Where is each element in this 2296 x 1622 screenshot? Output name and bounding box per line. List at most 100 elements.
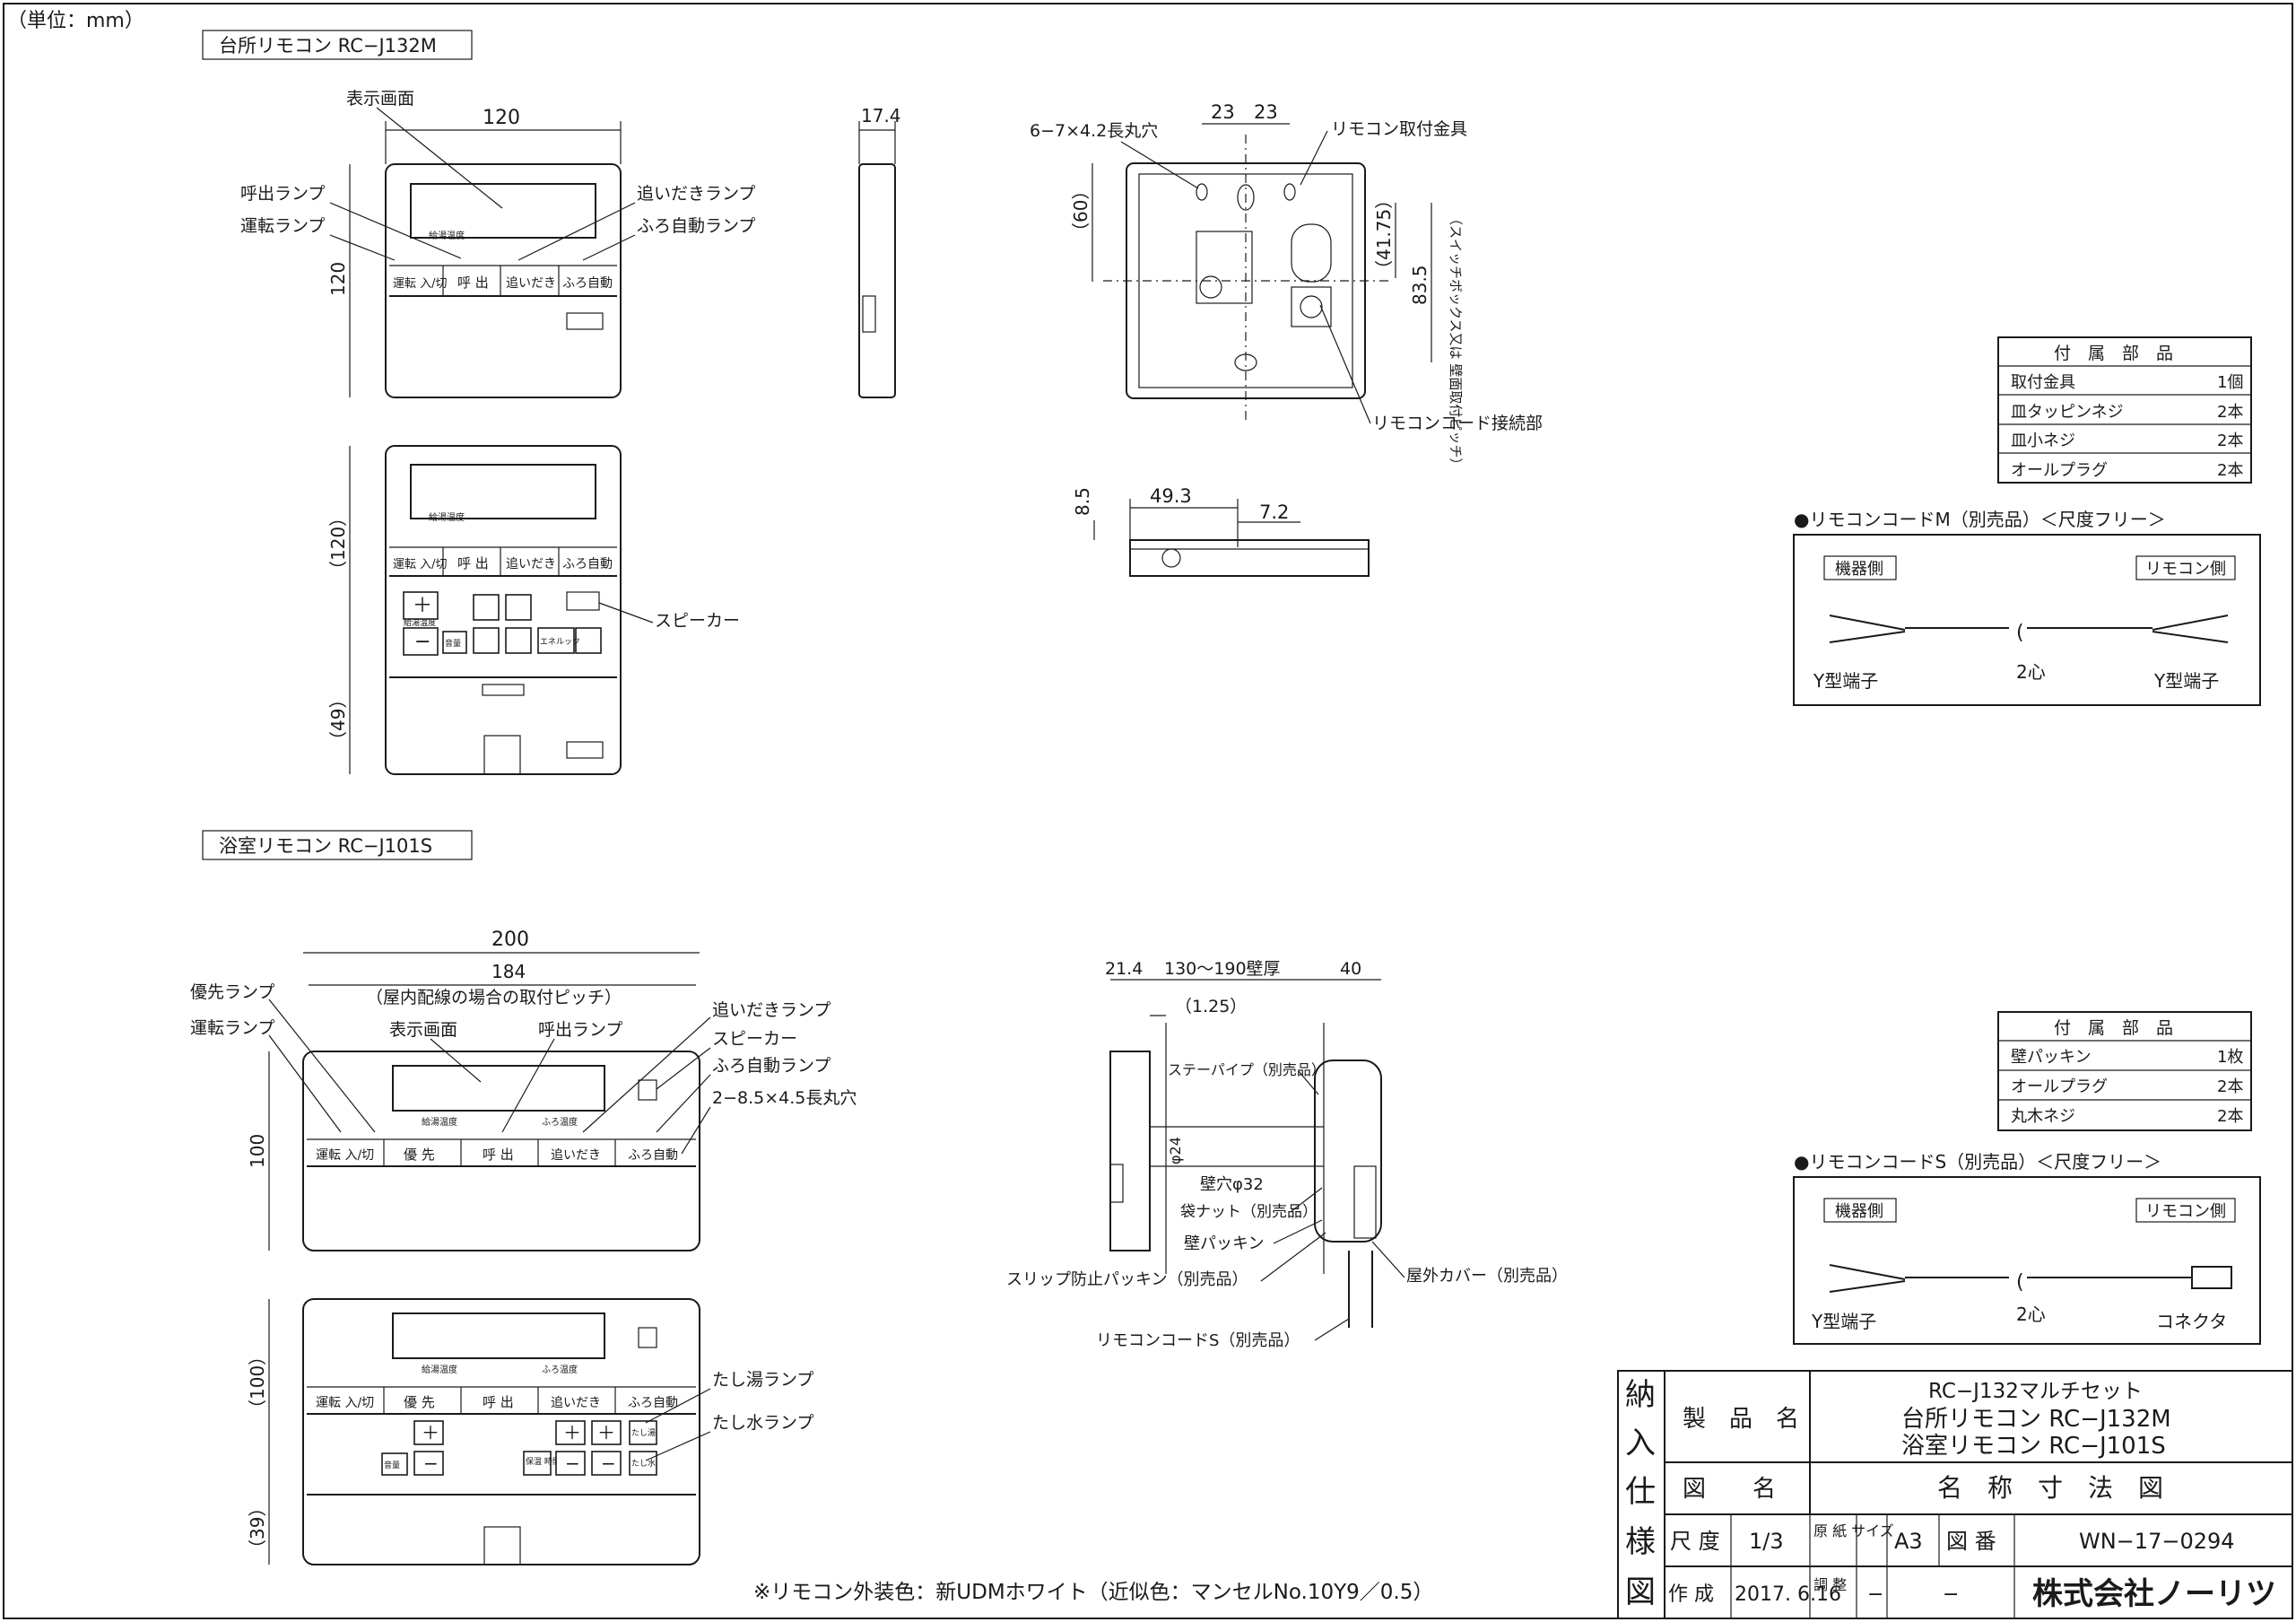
text-acc1-rows-2-qty: 2本	[2217, 432, 2243, 450]
text-bath-buttons-2: 呼 出	[483, 1394, 514, 1410]
text-section-labels-hole: 壁穴φ32	[1200, 1175, 1264, 1194]
text-cordS-left: 機器側	[1835, 1202, 1883, 1221]
text-kitchen-dims-lower: （49）	[327, 691, 349, 749]
text-bath-labels-temp: 給湯温度	[422, 1364, 457, 1375]
text-section-labels-nut: 袋ナット（別売品）	[1180, 1203, 1318, 1221]
text-kitchen-buttons-2: 追いだき	[506, 557, 556, 571]
text-cordM-mid: 2心	[2016, 661, 2046, 683]
k-label-reheat: 追いだきランプ	[637, 184, 755, 204]
text-bath-panel-p3: たし湯	[631, 1428, 656, 1438]
text-bath-dims-h100o: （100）	[247, 1347, 268, 1417]
b-label-priority: 優先ランプ	[190, 982, 274, 1002]
bath-title-box	[202, 830, 473, 860]
wall-section-view	[1109, 1023, 1382, 1328]
kitchen-front-open: 給湯温度 運転 入/切 呼 出 追いだき ふろ自動 ＋ − 給湯温度 音量 エネ…	[385, 445, 622, 775]
b-label-addhot: たし湯ランプ	[712, 1370, 813, 1390]
text-title_block-paper: A3	[1894, 1529, 1923, 1554]
text-section-labels-stay: ステーパイプ（別売品）	[1168, 1061, 1326, 1078]
text-acc1-rows-2-name: 皿小ネジ	[2011, 432, 2075, 450]
b-btn-priority: 優 先	[404, 1147, 435, 1163]
text-bath-dims-w200: 200	[491, 929, 529, 951]
text-acc2-rows-1-name: オールプラグ	[2011, 1077, 2108, 1096]
text-acc1-rows-0-name: 取付金具	[2011, 373, 2075, 392]
text-acc2-rows-0-name: 壁パッキン	[2011, 1048, 2091, 1067]
text-kitchen-dims-h: 120	[327, 262, 349, 296]
br-label-cord: リモコンコード接続部	[1372, 414, 1543, 433]
b-label-speaker: スピーカー	[712, 1029, 797, 1049]
kitchen-title-box	[202, 30, 473, 60]
text-kitchen-panel-minus: −	[414, 631, 430, 653]
k-btn-run: 運転 入/切	[393, 277, 448, 291]
text-bath-panel-minus: −	[565, 1452, 580, 1474]
unit-label: （単位：mm）	[7, 10, 144, 32]
text-title_block-no: WN−17−0294	[2079, 1529, 2235, 1554]
cordM-diagram: 機器側 リモコン側 ( Y型端子 2心 Y型端子	[1793, 534, 2261, 706]
b-label-auto: ふろ自動ランプ	[712, 1056, 831, 1076]
text-title_block-product_lines-1: 台所リモコン RC−J132M	[1901, 1406, 2171, 1433]
cordM-title: ●リモコンコードM（別売品）＜尺度フリー＞	[1794, 509, 2166, 530]
text-section-dims-d40: 40	[1340, 959, 1361, 979]
text-section-dims-wall: 130〜190壁厚	[1164, 959, 1281, 979]
text-cordS-mid: 2心	[2016, 1304, 2046, 1325]
accessory-table-2: 付 属 部 品 壁パッキン 1枚 オールプラグ 2本 丸木ネジ 2本	[1997, 1011, 2252, 1131]
text-bath-panel-plus: ＋	[422, 1422, 439, 1443]
text-cordM-left: 機器側	[1835, 560, 1883, 579]
text-kitchen-buttons-0: 運転 入/切	[393, 558, 448, 571]
br-label-holes: 6−7×4.2長丸穴	[1030, 121, 1158, 141]
text-title_block-scale: 1/3	[1749, 1529, 1784, 1554]
k-label-call: 呼出ランプ	[240, 184, 325, 204]
k-btn-auto: ふろ自動	[562, 276, 613, 291]
k-btn-call: 呼 出	[457, 275, 489, 291]
text-kitchen-panel-k9: 音量	[445, 638, 461, 649]
text-bracket-dims-h835: 83.5	[1409, 265, 1431, 305]
text-acc1-rows-3-qty: 2本	[2217, 461, 2243, 480]
text-bath-dims-h100: 100	[247, 1134, 268, 1168]
text-bath-labels-bath_temp: ふろ温度	[542, 1364, 578, 1375]
text-acc2-rows-0-qty: 1枚	[2217, 1048, 2243, 1067]
text-acc2-rows-1-qty: 2本	[2217, 1077, 2243, 1096]
text-kitchen-panel-k6: エネルック	[540, 637, 580, 647]
text-title_block-product_lines-2: 浴室リモコン RC−J101S	[1901, 1433, 2166, 1460]
text-bath-panel-plus: ＋	[597, 1422, 615, 1443]
text-title_block-made_label: 作 成	[1668, 1583, 1714, 1606]
text-title_block-product_label: 製 品 名	[1683, 1406, 1799, 1433]
k-label-display: 表示画面	[346, 89, 414, 109]
k-label-auto: ふろ自動ランプ	[637, 216, 755, 236]
text-title_block-check_label: 調 整	[1813, 1576, 1847, 1593]
bracket-side-view: 49.3 7.2 8.5	[1072, 485, 1370, 577]
text-cordS-right: リモコン側	[2145, 1202, 2226, 1221]
text-cordM-left_end: Y型端子	[1813, 670, 1878, 692]
text-bath-buttons-1: 優 先	[404, 1394, 435, 1410]
text-title_block-vertical-2: 仕	[1625, 1474, 1656, 1510]
text-section-dims-phi24: φ24	[1167, 1137, 1184, 1164]
text-kitchen-labels-temp: 給湯温度	[429, 230, 465, 241]
text-bath-panel-minus: −	[423, 1452, 439, 1474]
text-title_block-vertical-0: 納	[1625, 1377, 1656, 1413]
title-block: 納 入 仕 様 図 製 品 名 RC−J132マルチセット 台所リモコン RC−…	[1617, 1370, 2293, 1619]
text-bracket-dims-h60: （60）	[1070, 182, 1091, 240]
text-bath-buttons-3: 追いだき	[551, 1396, 601, 1410]
text-title_block-scale_label: 尺 度	[1670, 1529, 1720, 1554]
text-bath-dims-pitch: （屋内配線の場合の取付ピッチ）	[366, 988, 622, 1007]
k-btn-reheat: 追いだき	[506, 276, 556, 291]
b-label-addwater: たし水ランプ	[712, 1413, 813, 1433]
b-btn-reheat: 追いだき	[551, 1148, 601, 1163]
text-kitchen-buttons-3: ふろ自動	[562, 557, 613, 571]
company-logo: 株式会社ノーリツ	[2032, 1576, 2276, 1612]
text-title_block-check: −	[1867, 1583, 1883, 1606]
cordS-diagram: 機器側 リモコン側 ( Y型端子 2心 コネクタ	[1793, 1176, 2261, 1345]
text-bracket-dims-h85: 8.5	[1072, 487, 1093, 516]
kitchen-side-view: 17.4	[858, 105, 901, 398]
text-bath-panel-p4: たし水	[631, 1458, 656, 1469]
text-bath-dims-h39: （39）	[247, 1499, 268, 1557]
text-bracket-dims-a: 23	[1211, 101, 1235, 123]
text-cordS-left_end: Y型端子	[1811, 1311, 1876, 1332]
bath-front-closed: 給湯温度 ふろ温度 運転 入/切 優 先 呼 出 追いだき ふろ自動	[302, 1051, 700, 1251]
text-cordM-right: リモコン側	[2145, 560, 2226, 579]
text-section-labels-cover: 屋外カバー（別売品）	[1406, 1267, 1568, 1286]
text-title_block-drawing_label: 図 名	[1683, 1476, 1776, 1503]
text-acc2-title: 付 属 部 品	[2054, 1018, 2173, 1038]
bath-title: 浴室リモコン RC−J101S	[219, 835, 432, 857]
text-bracket-labels-pitch: （スイッチボックス又は 壁面取付ピッチ）	[1448, 212, 1464, 471]
text-bracket-dims-w72: 7.2	[1259, 501, 1289, 523]
